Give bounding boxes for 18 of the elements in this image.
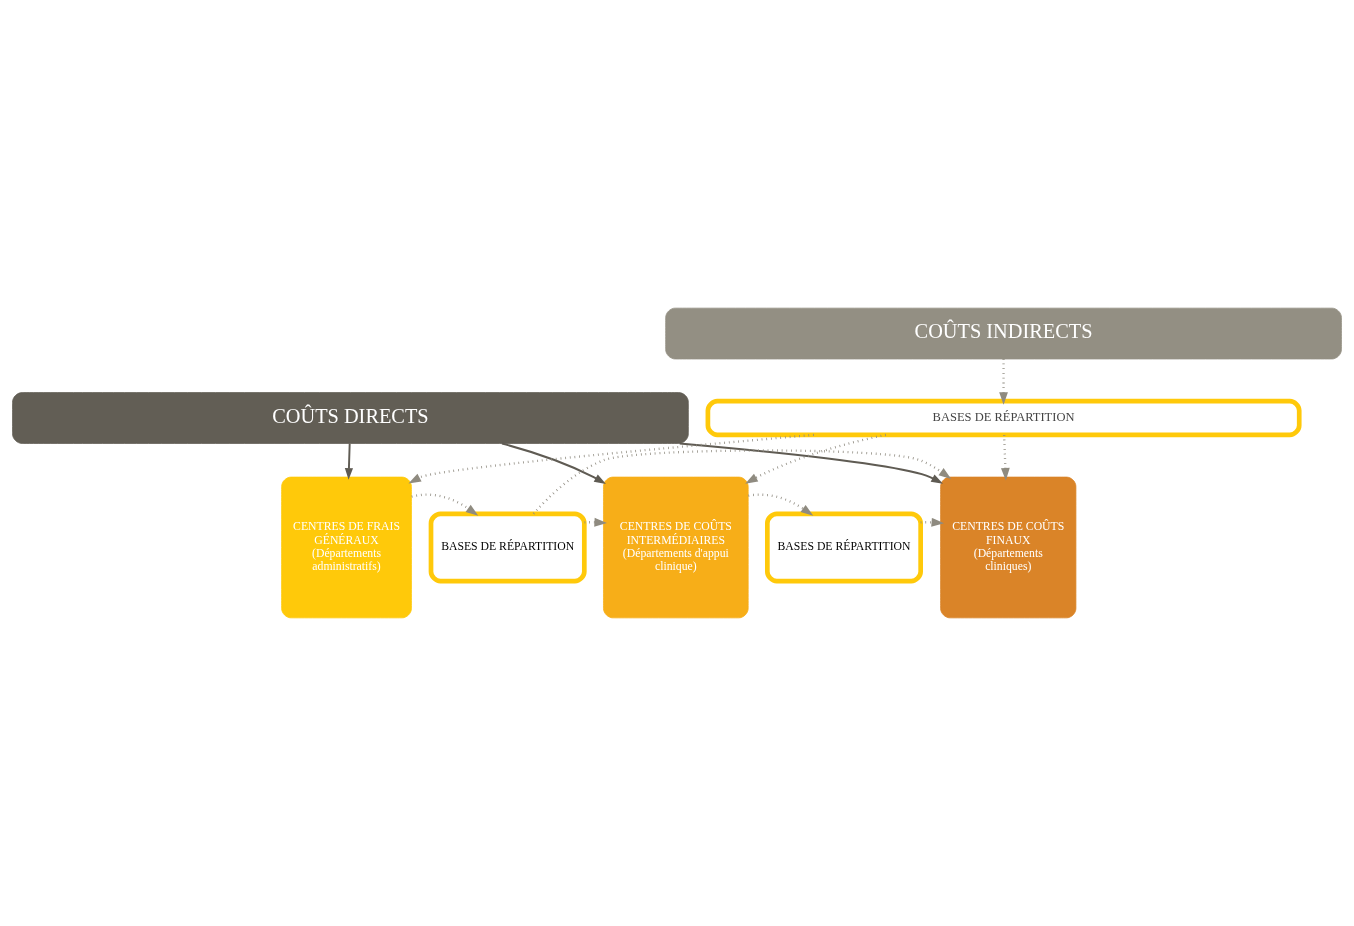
node-box: CENTRES DE COÛTS INTERMÉDIAIRES (Départements d'appui clinique) — [603, 476, 749, 619]
arrow — [999, 359, 1008, 405]
arrow — [745, 433, 887, 484]
arrow — [411, 493, 479, 516]
arrow — [1001, 434, 1010, 481]
arrow — [501, 442, 606, 484]
node-box: BASES DE RÉPARTITION — [705, 398, 1302, 438]
node-box: BASES DE RÉPARTITION — [428, 511, 587, 584]
arrow — [532, 449, 952, 515]
arrow — [408, 433, 814, 484]
node-box: BASES DE RÉPARTITION — [765, 511, 923, 584]
node-box: COÛTS DIRECTS — [12, 392, 689, 444]
arrow — [344, 442, 354, 480]
node-box: COÛTS INDIRECTS — [665, 307, 1342, 360]
node-box: CENTRES DE FRAIS GÉNÉRAUX (Départements administratifs) — [281, 476, 412, 619]
arrow — [748, 493, 814, 516]
arrow — [678, 442, 943, 484]
node-box: CENTRES DE COÛTS FINAUX (Départements cliniques) — [940, 476, 1077, 619]
